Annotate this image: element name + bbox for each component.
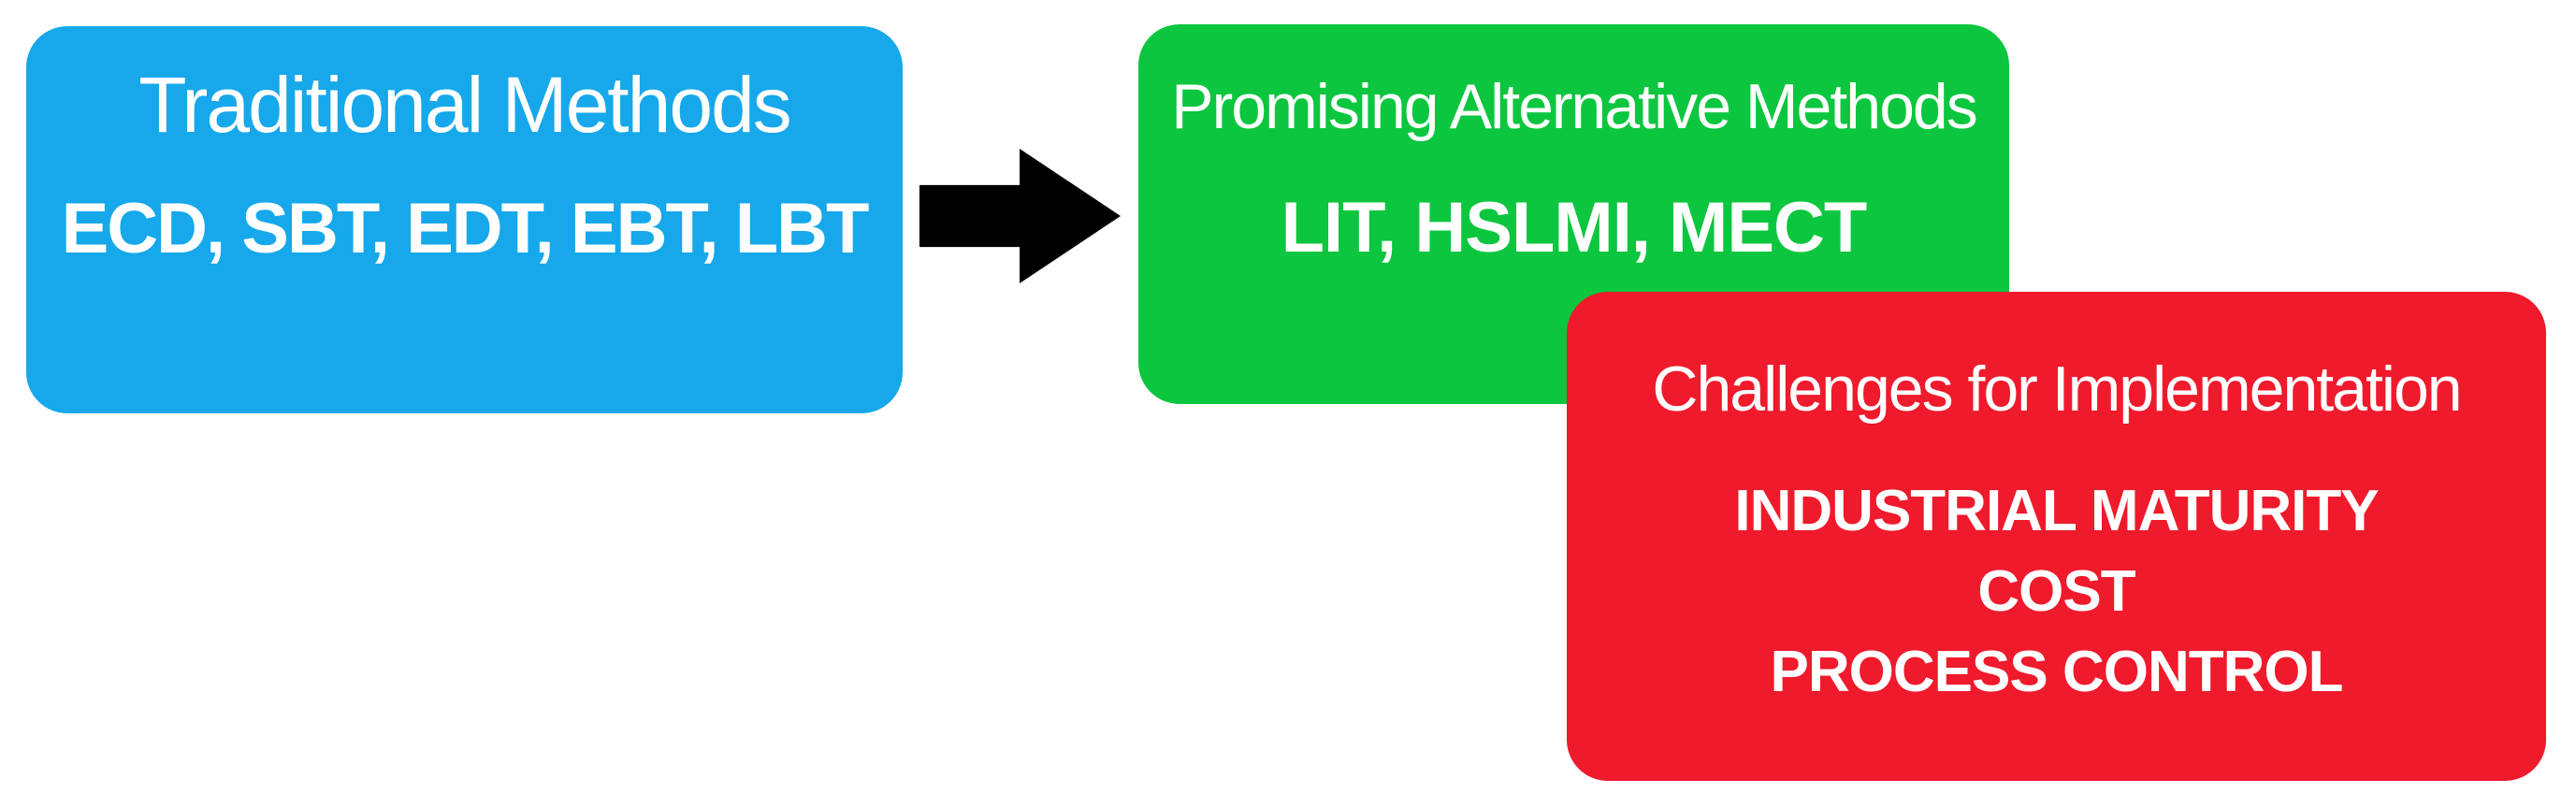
challenges-box: Challenges for Implementation INDUSTRIAL… — [1567, 292, 2546, 781]
challenges-item-process-control: PROCESS CONTROL — [1770, 640, 2344, 704]
challenges-items-list: INDUSTRIAL MATURITY COST PROCESS CONTROL — [1567, 471, 2546, 713]
alternative-methods-items: LIT, HSLMI, MECT — [1281, 188, 1868, 267]
traditional-methods-title: Traditional Methods — [138, 61, 792, 149]
flow-arrow-right-icon — [919, 149, 1121, 283]
challenges-item-cost: COST — [1977, 559, 2135, 624]
challenges-item-industrial-maturity: INDUSTRIAL MATURITY — [1734, 479, 2379, 543]
alternative-methods-title: Promising Alternative Methods — [1171, 71, 1977, 142]
challenges-title: Challenges for Implementation — [1652, 354, 2462, 425]
traditional-methods-box: Traditional Methods ECD, SBT, EDT, EBT, … — [26, 26, 903, 413]
traditional-methods-items: ECD, SBT, EDT, EBT, LBT — [61, 189, 870, 268]
